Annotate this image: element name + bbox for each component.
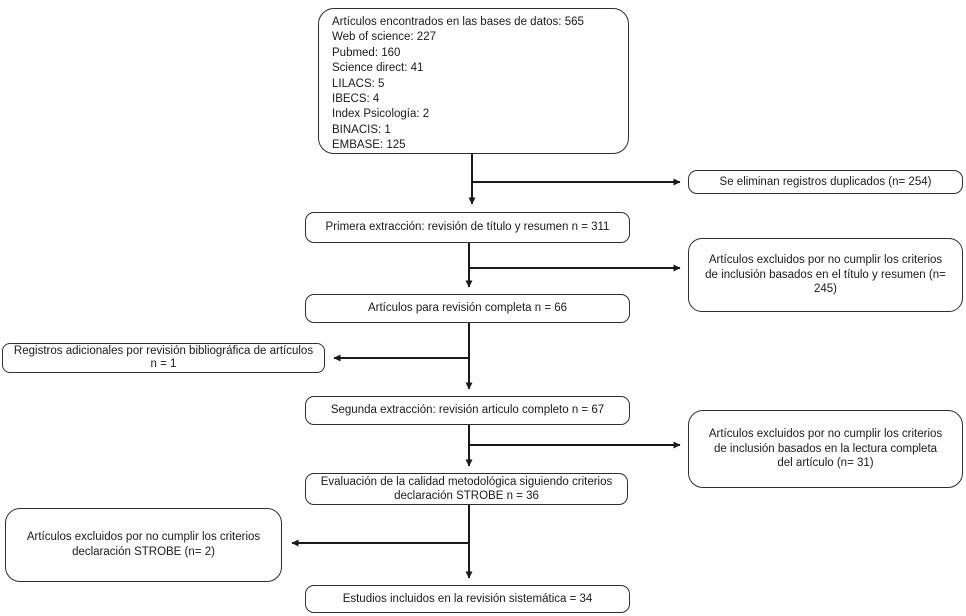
box-second-extraction: Segunda extracción: revisión articulo co…: [305, 396, 630, 425]
box-first-extraction: Primera extracción: revisión de título y…: [305, 212, 630, 243]
sources-binacis: BINACIS: 1: [332, 123, 391, 136]
box-included-studies: Estudios incluidos en la revisión sistem…: [305, 585, 630, 613]
sources-ibecs: IBECS: 4: [332, 93, 380, 106]
box-database-sources: Artículos encontrados en las bases de da…: [318, 8, 629, 154]
box-duplicates-removed: Se eliminan registros duplicados (n= 254…: [688, 170, 963, 194]
sources-index-psicologia: Index Psicología: 2: [332, 108, 430, 121]
excluded-strobe-count: declaración STROBE (n= 2): [72, 546, 215, 558]
sources-science-direct: Science direct: 41: [332, 62, 424, 75]
first-extraction-label: Primera extracción: revisión de título y…: [325, 221, 610, 234]
excluded-strobe-label: Artículos excluidos por no cumplir los c…: [26, 531, 261, 543]
additional-records-count: n = 1: [150, 358, 177, 370]
box-additional-records: Registros adicionales por revisión bibli…: [2, 343, 325, 373]
box-quality-assessment: Evaluación de la calidad metodológica si…: [305, 473, 628, 505]
sources-web-of-science: Web of science: 227: [332, 31, 436, 44]
box-excluded-title-abstract: Artículos excluidos por no cumplir los c…: [688, 238, 963, 312]
second-extraction-label: Segunda extracción: revisión articulo co…: [330, 404, 605, 417]
sources-pubmed: Pubmed: 160: [332, 46, 401, 59]
excluded-full-text-label: Artículos excluidos por no cumplir los c…: [708, 427, 943, 470]
duplicates-removed-label: Se eliminan registros duplicados (n= 254…: [719, 175, 932, 188]
quality-assessment-label: Evaluación de la calidad metodológica si…: [320, 476, 613, 488]
box-excluded-full-text: Artículos excluidos por no cumplir los c…: [688, 410, 963, 488]
box-full-review: Artículos para revisión completa n = 66: [305, 294, 630, 323]
included-studies-label: Estudios incluidos en la revisión sistem…: [342, 592, 593, 605]
sources-embase: EMBASE: 125: [332, 139, 406, 152]
full-review-label: Artículos para revisión completa n = 66: [367, 302, 568, 315]
additional-records-label: Registros adicionales por revisión bibli…: [13, 344, 314, 357]
quality-assessment-strobe: declaración STROBE n = 36: [394, 490, 539, 502]
sources-lilacs: LILACS: 5: [332, 77, 385, 90]
sources-total: Artículos encontrados en las bases de da…: [332, 16, 584, 28]
excluded-title-abstract-label: Artículos excluidos por no cumplir los c…: [705, 253, 946, 296]
box-excluded-strobe: Artículos excluidos por no cumplir los c…: [5, 508, 282, 582]
